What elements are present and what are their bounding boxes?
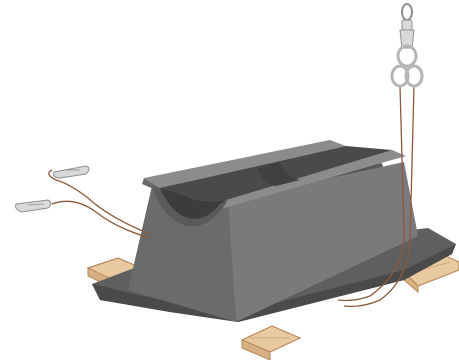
lifting-sling-left bbox=[49, 170, 150, 238]
wooden-bearer-front bbox=[242, 326, 300, 360]
snap-hook-lower bbox=[16, 200, 51, 212]
swivel-hook-shackle bbox=[392, 4, 422, 86]
rubber-fender bbox=[92, 140, 456, 322]
snap-hook-upper bbox=[54, 166, 89, 178]
